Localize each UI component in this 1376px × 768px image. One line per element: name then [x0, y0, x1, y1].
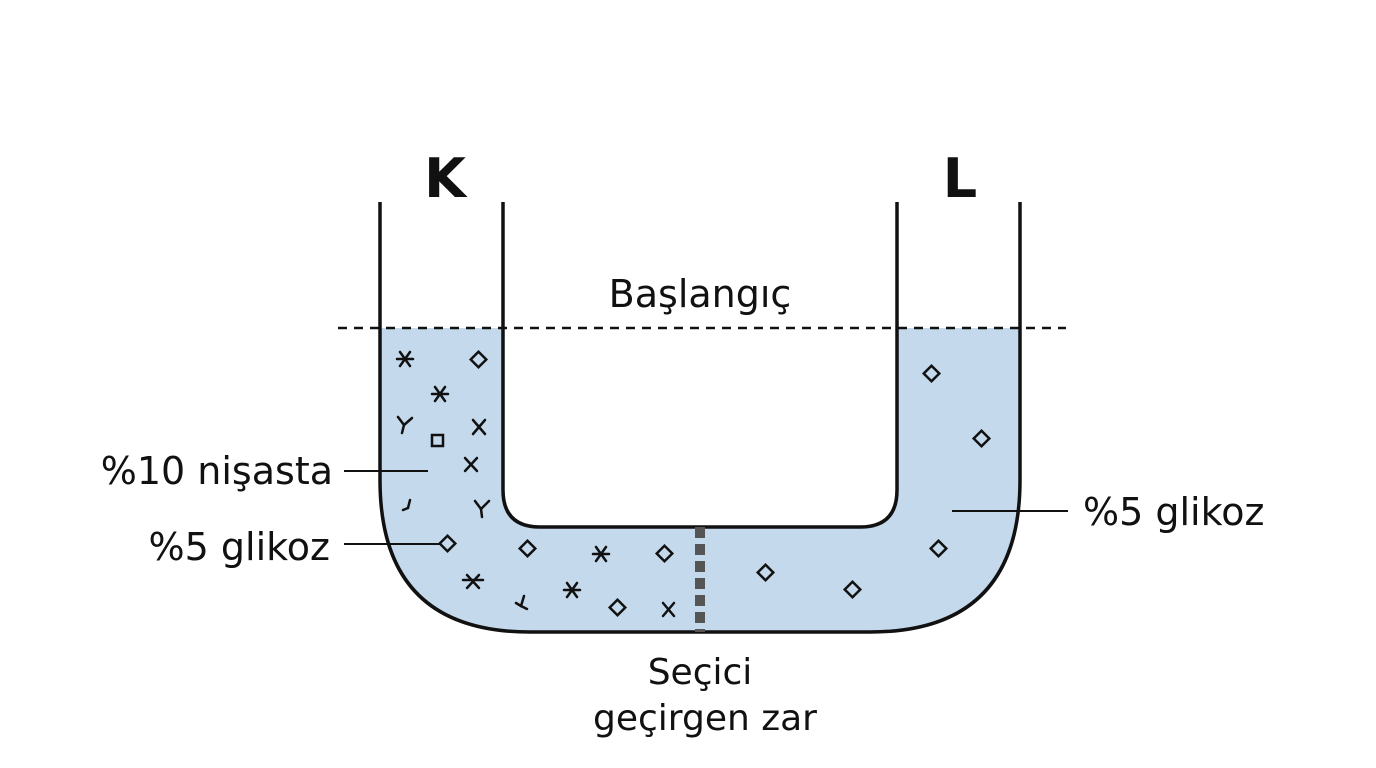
starch-particle — [396, 415, 414, 435]
glucose-particle — [468, 349, 489, 370]
glucose-particle — [437, 533, 458, 554]
glucose-particle — [971, 428, 992, 449]
left-glucose-label: %5 glikoz — [149, 525, 330, 569]
membrane-label-line1: Seçici — [648, 652, 753, 693]
starch-label: %10 nişasta — [101, 449, 333, 493]
starch-particle — [514, 594, 529, 611]
right-glucose-label: %5 glikoz — [1083, 490, 1264, 534]
start-label: Başlangıç — [609, 272, 792, 316]
starch-particle — [430, 385, 450, 403]
liquid-fill — [380, 328, 1020, 632]
glucose-particle — [842, 579, 863, 600]
glucose-particle — [517, 538, 538, 559]
glucose-particles — [430, 349, 992, 618]
starch-particle — [461, 573, 485, 590]
glucose-particle — [921, 363, 942, 384]
starch-particle — [591, 545, 611, 563]
starch-particle — [661, 601, 676, 618]
tube-inner-wall — [501, 202, 899, 529]
glucose-particle — [755, 562, 776, 583]
arm-label-l: L — [943, 147, 977, 210]
membrane-label-line2: geçirgen zar — [593, 698, 817, 739]
starch-particles — [395, 350, 676, 618]
glucose-particle — [654, 543, 675, 564]
glucose-particle — [928, 538, 949, 559]
starch-particle — [395, 350, 415, 368]
glucose-particle — [430, 433, 445, 448]
starch-particle — [562, 581, 582, 599]
starch-particle — [471, 418, 487, 436]
starch-particle — [401, 498, 412, 512]
starch-particle — [463, 456, 479, 473]
starch-particle — [473, 499, 491, 519]
arm-label-k: K — [424, 147, 468, 210]
glucose-particle — [607, 597, 628, 618]
